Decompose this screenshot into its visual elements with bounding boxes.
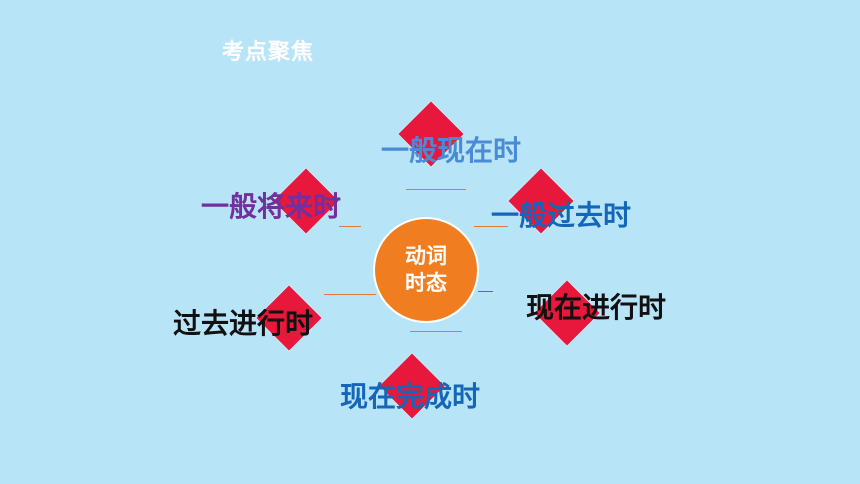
center-node-verb-tense: 动词时态 bbox=[375, 219, 477, 321]
connector-line-left bbox=[324, 294, 376, 295]
connector-line-top bbox=[406, 189, 466, 190]
connector-line-upper-left bbox=[339, 226, 361, 227]
center-node-label: 动词时态 bbox=[405, 244, 447, 295]
tense-label-simple-present: 一般现在时 bbox=[381, 134, 522, 167]
tense-label-past-continuous: 过去进行时 bbox=[173, 307, 314, 340]
connector-line-right bbox=[478, 291, 493, 292]
tense-label-present-continuous: 现在进行时 bbox=[526, 291, 667, 324]
tense-label-present-perfect: 现在完成时 bbox=[340, 380, 481, 413]
connector-line-bottom bbox=[410, 331, 462, 332]
tense-label-simple-past: 一般过去时 bbox=[491, 199, 632, 232]
section-header: 考点聚焦 bbox=[222, 40, 315, 65]
connector-line-upper-right bbox=[474, 226, 508, 227]
tense-label-simple-future: 一般将来时 bbox=[201, 190, 342, 223]
